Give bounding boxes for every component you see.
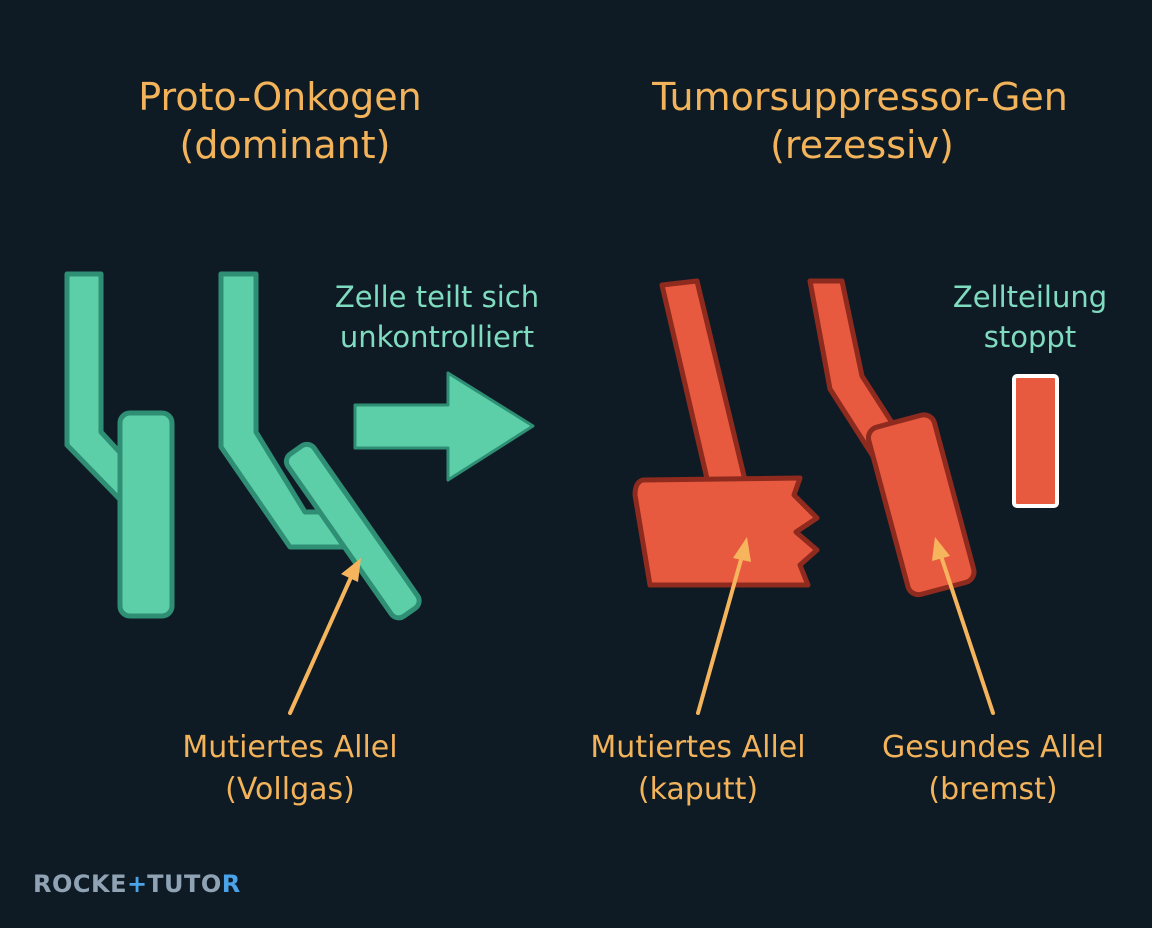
left-effect-line2: unkontrolliert <box>340 320 534 354</box>
left-effect-line1: Zelle teilt sich <box>335 280 539 314</box>
right-healthy-label-line1: Gesundes Allel <box>882 730 1104 765</box>
right-effect-line1: Zellteilung <box>953 280 1107 314</box>
brand-part1: ROCKE <box>33 870 127 898</box>
right-arrow-icon <box>353 371 535 482</box>
brand-plus: + <box>127 870 147 898</box>
brand-part2: TUTO <box>147 870 222 898</box>
left-title-line1: Proto-Onkogen <box>138 75 421 119</box>
brand-part3: R <box>222 870 240 898</box>
left-pedal-mutated <box>218 271 422 621</box>
right-healthy-pointer-arrow <box>932 537 995 715</box>
stop-bar-icon <box>1012 374 1059 508</box>
left-title-line2: (dominant) <box>180 123 391 167</box>
left-label-line1: Mutiertes Allel <box>182 730 397 765</box>
right-mutant-pointer-arrow <box>696 537 751 715</box>
left-pointer-arrow <box>288 558 361 715</box>
right-pedal-healthy <box>807 278 977 598</box>
left-pedal-normal <box>64 271 175 619</box>
right-pedal-broken <box>632 278 820 588</box>
right-mutant-label-line1: Mutiertes Allel <box>590 730 805 765</box>
right-title-line2: (rezessiv) <box>770 123 954 167</box>
left-label-line2: (Vollgas) <box>225 772 355 807</box>
right-mutant-label-line2: (kaputt) <box>638 772 758 807</box>
right-healthy-label-line2: (bremst) <box>928 772 1057 807</box>
brand-logo: ROCKE+TUTOR <box>33 870 240 898</box>
right-title-line1: Tumorsuppressor-Gen <box>651 75 1068 119</box>
right-effect-line2: stoppt <box>984 320 1076 354</box>
